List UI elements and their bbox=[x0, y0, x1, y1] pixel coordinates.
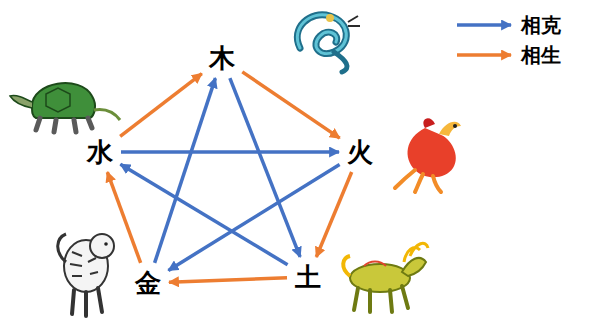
element-label: 土 bbox=[295, 263, 321, 292]
generating-arrow bbox=[316, 172, 351, 257]
qilin-figure bbox=[343, 243, 428, 312]
generating-arrow bbox=[120, 74, 202, 137]
legend-arrow-sample bbox=[455, 45, 513, 65]
generating-arrow bbox=[107, 172, 140, 263]
tiger-figure bbox=[58, 234, 114, 316]
element-label: 金 bbox=[135, 269, 161, 298]
element-node: 火 bbox=[343, 136, 377, 169]
element-node: 金 bbox=[131, 267, 165, 300]
overcoming-arrow bbox=[121, 150, 339, 154]
generating-arrow bbox=[169, 278, 287, 282]
legend-label: 相克 bbox=[521, 12, 561, 39]
element-label: 木 bbox=[209, 44, 235, 73]
legend-label: 相生 bbox=[521, 42, 561, 69]
overcoming-arrow bbox=[230, 78, 300, 257]
legend-row: 相生 bbox=[455, 40, 561, 70]
element-label: 火 bbox=[347, 138, 373, 167]
turtle-figure bbox=[10, 83, 120, 132]
generating-arrow bbox=[242, 72, 339, 138]
phoenix-figure bbox=[395, 118, 461, 192]
element-node: 土 bbox=[291, 261, 325, 294]
dragon-figure bbox=[297, 14, 360, 72]
legend-arrow-sample bbox=[455, 15, 513, 35]
legend: 相克相生 bbox=[455, 10, 561, 70]
legend-row: 相克 bbox=[455, 10, 561, 40]
element-node: 水 bbox=[83, 136, 117, 169]
overcoming-arrow bbox=[168, 165, 339, 271]
element-label: 水 bbox=[87, 138, 113, 167]
overcoming-arrow bbox=[155, 78, 216, 263]
element-node: 木 bbox=[205, 42, 239, 75]
